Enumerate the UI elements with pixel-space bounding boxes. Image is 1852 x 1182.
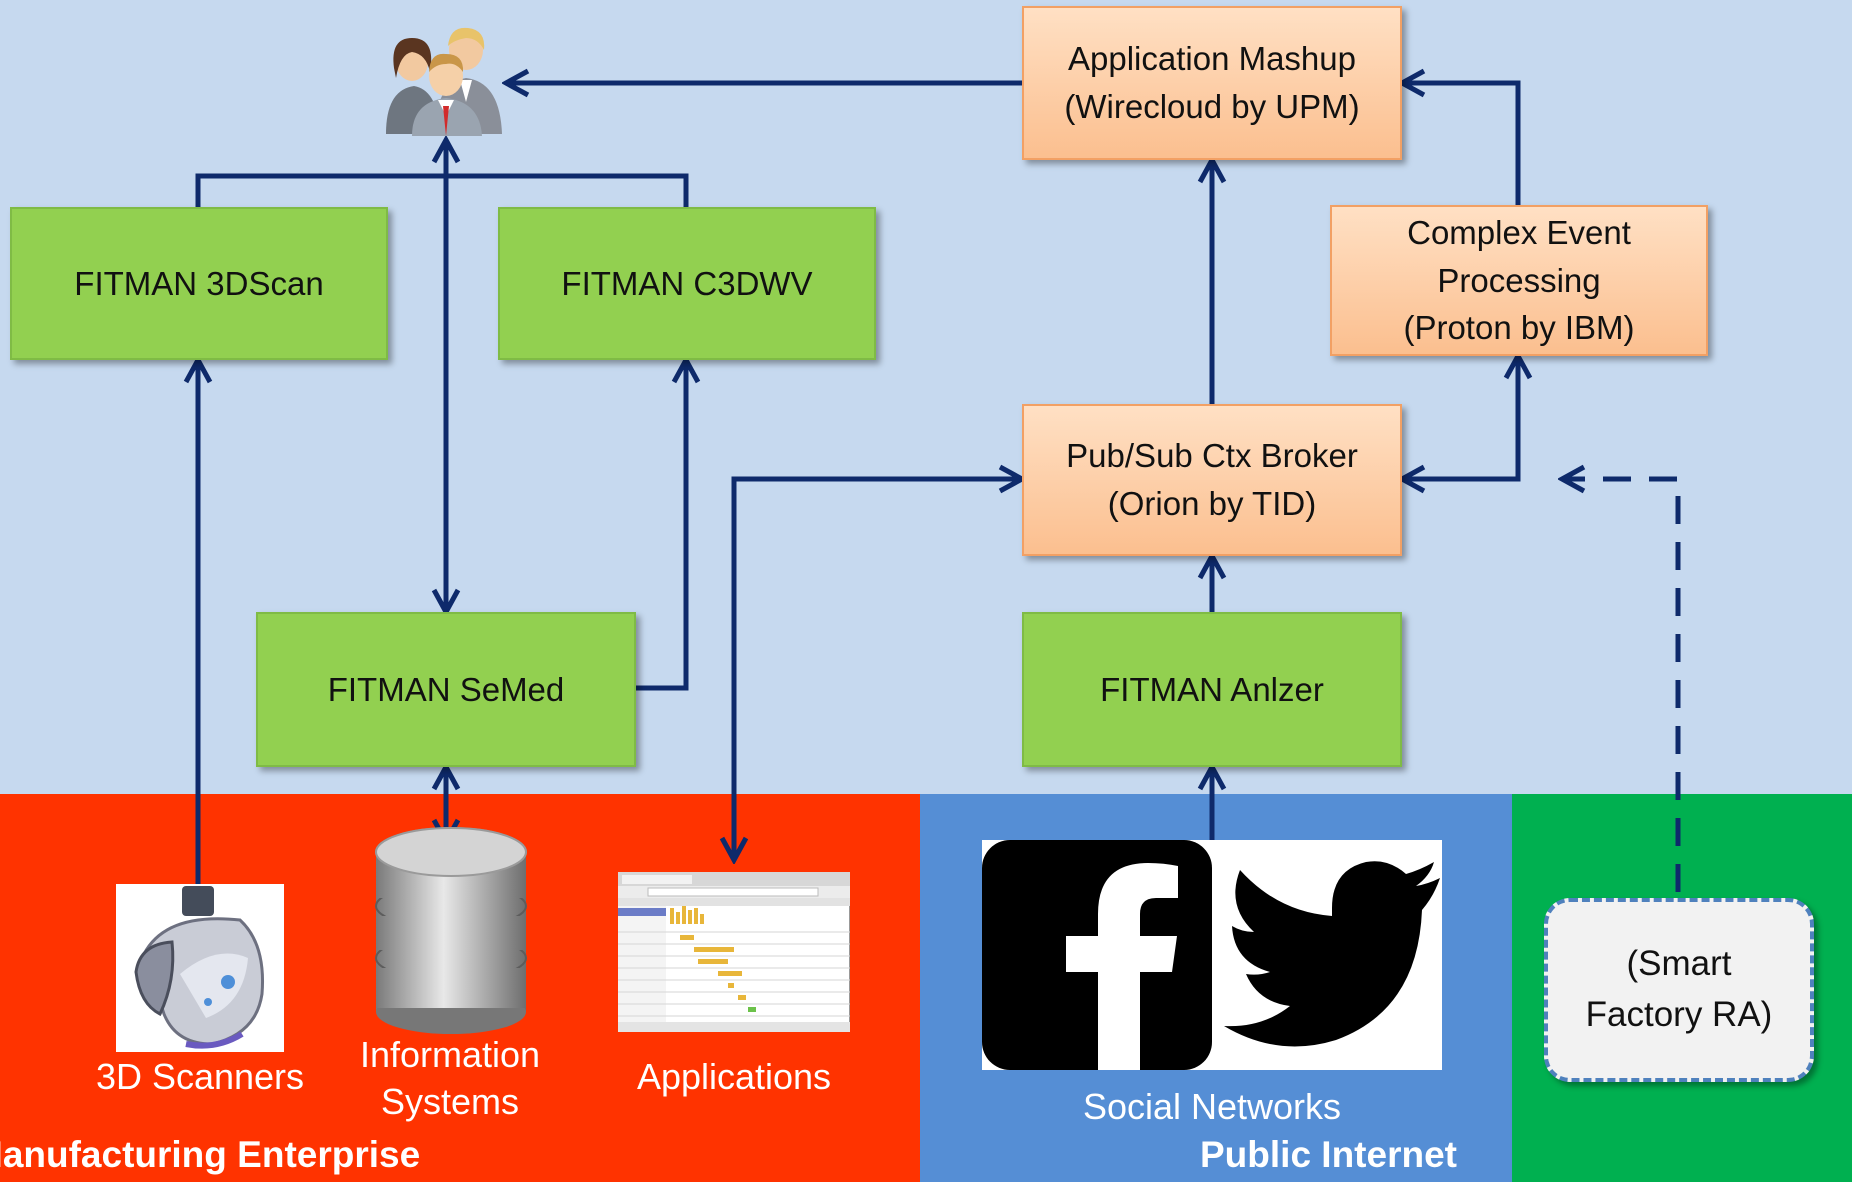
- node-subtitle: (Proton by IBM): [1403, 309, 1635, 347]
- info-systems-line-2: Systems: [380, 1080, 520, 1122]
- node-label: FITMAN SeMed: [327, 670, 565, 708]
- scanners-label: 3D Scanners: [95, 1056, 305, 1097]
- twitter-icon: [1224, 861, 1440, 1047]
- node-subtitle: (Orion by TID): [1107, 485, 1317, 522]
- fitman-c3dwv-box: FITMAN C3DWV: [498, 207, 876, 360]
- fitman-3dscan-box: FITMAN 3DScan: [10, 207, 388, 360]
- smart-factory-box: (Smart Factory RA): [1544, 898, 1814, 1082]
- manufacturing-zone-title: Manufacturing Enterprise: [0, 1134, 421, 1175]
- node-title: Complex Event: [1407, 213, 1631, 251]
- complex-event-processing-box: Complex Event Processing (Proton by IBM): [1330, 205, 1708, 356]
- application-mashup-box: Application Mashup (Wirecloud by UPM): [1022, 6, 1402, 160]
- information-systems-label: Information Systems: [320, 1032, 580, 1126]
- scanner-icon: [116, 884, 284, 1052]
- fitman-anlzer-box: FITMAN Anlzer: [1022, 612, 1402, 767]
- social-networks-label: Social Networks: [1082, 1086, 1342, 1127]
- node-title: (Smart: [1626, 944, 1732, 984]
- context-broker-box: Pub/Sub Ctx Broker (Orion by TID): [1022, 404, 1402, 556]
- info-systems-line-1: Information: [359, 1034, 541, 1075]
- applications-label: Applications: [636, 1056, 832, 1097]
- node-subtitle: Factory RA): [1585, 995, 1773, 1034]
- node-label: FITMAN 3DScan: [74, 264, 324, 302]
- internet-zone-title: Public Internet: [1200, 1134, 1457, 1175]
- fitman-semed-box: FITMAN SeMed: [256, 612, 636, 767]
- node-title-2: Processing: [1437, 261, 1601, 299]
- users-icon: [386, 27, 502, 136]
- node-label: FITMAN C3DWV: [561, 264, 813, 302]
- facebook-icon: [982, 840, 1212, 1070]
- node-subtitle: (Wirecloud by UPM): [1064, 88, 1360, 125]
- application-screenshot-icon: [618, 872, 850, 1032]
- node-title: Pub/Sub Ctx Broker: [1066, 437, 1358, 475]
- social-icons: [982, 840, 1442, 1070]
- node-label: FITMAN Anlzer: [1100, 670, 1324, 708]
- database-icon: [375, 827, 527, 1034]
- node-title: Application Mashup: [1067, 40, 1356, 78]
